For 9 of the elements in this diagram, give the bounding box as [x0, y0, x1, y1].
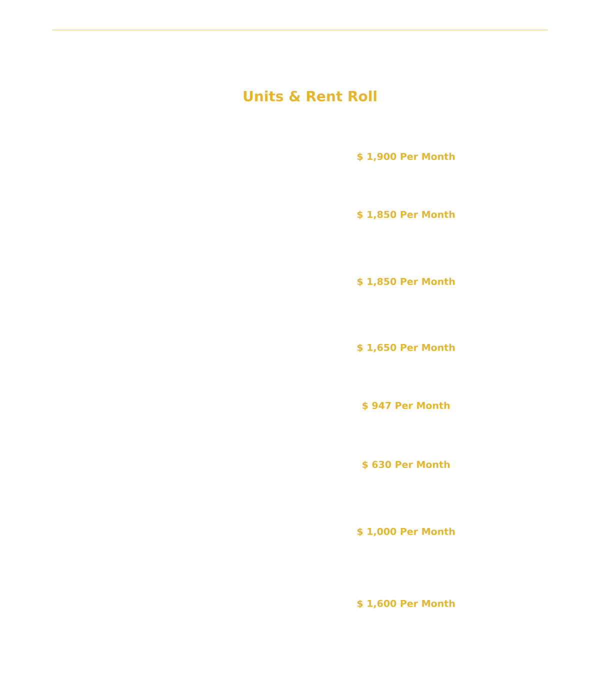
rent-amount: $ 1,850 Per Month: [357, 210, 455, 220]
rent-amount: $ 947 Per Month: [362, 402, 450, 410]
rent-amount: $ 1,650 Per Month: [357, 344, 455, 352]
rent-amount: $ 1,000 Per Month: [357, 528, 455, 536]
title: Units & Rent Roll: [244, 90, 376, 102]
rent-amount: $ 1,600 Per Month: [357, 600, 455, 608]
rent-amount: $ 1,850 Per Month: [357, 278, 455, 286]
rent-amount: $ 1,900 Per Month: [357, 152, 455, 162]
rent-amount: $ 630 Per Month: [362, 460, 450, 470]
